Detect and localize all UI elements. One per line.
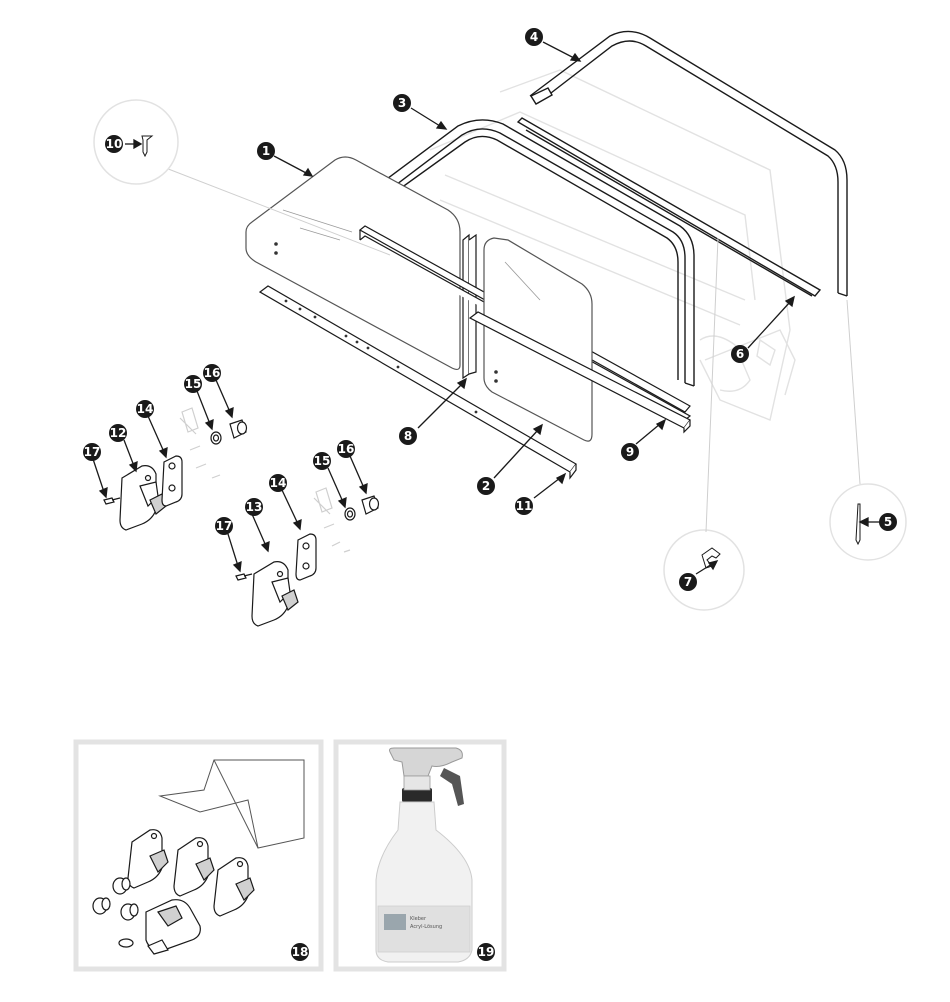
callout-13: 13 xyxy=(245,498,263,516)
upper-seal-strip xyxy=(516,117,822,297)
bottle-label-line-2: Acryl-Lösung xyxy=(410,924,442,930)
callout-label: 11 xyxy=(516,499,533,513)
callout-label: 18 xyxy=(292,945,309,959)
latch-body xyxy=(119,465,157,531)
callout-label: 9 xyxy=(626,445,634,459)
callout-3: 3 xyxy=(393,94,411,112)
rear-outer-frame xyxy=(529,30,848,297)
leader-10 xyxy=(157,164,391,256)
callout-14: 14 xyxy=(269,474,287,492)
spray-bottle: Kleber Acryl-Lösung xyxy=(375,747,473,963)
callout-label: 7 xyxy=(684,575,692,589)
clip-icon xyxy=(701,547,721,569)
callout-1: 1 xyxy=(257,142,275,160)
leader-arrows xyxy=(92,41,880,575)
latch-body xyxy=(251,561,289,627)
callout-label: 15 xyxy=(314,454,331,468)
bottom-glass-channel xyxy=(468,311,691,434)
callout-label: 1 xyxy=(262,144,270,158)
callout-18: 18 xyxy=(291,943,309,961)
callout-4: 4 xyxy=(525,28,543,46)
callout-11: 11 xyxy=(515,497,533,515)
small-screw xyxy=(103,497,115,505)
callout-label: 19 xyxy=(478,945,495,959)
callout-19: 19 xyxy=(477,943,495,961)
callout-9: 9 xyxy=(621,443,639,461)
latch-plate xyxy=(161,455,183,507)
mounting-rail xyxy=(258,285,577,480)
callout-15: 15 xyxy=(313,452,331,470)
sliding-glass-panel xyxy=(483,237,593,442)
callout-label: 2 xyxy=(482,479,490,493)
callout-7: 7 xyxy=(679,573,697,591)
pin-icon xyxy=(855,503,861,546)
callout-label: 4 xyxy=(530,30,538,44)
callout-6: 6 xyxy=(731,345,749,363)
callout-label: 3 xyxy=(398,96,406,110)
callout-17: 17 xyxy=(83,443,101,461)
callout-8: 8 xyxy=(399,427,417,445)
callout-label: 14 xyxy=(270,476,287,490)
callout-17: 17 xyxy=(215,517,233,535)
callout-2: 2 xyxy=(477,477,495,495)
callout-label: 17 xyxy=(84,445,101,459)
latch-plate xyxy=(295,533,317,581)
callout-label: 6 xyxy=(736,347,744,361)
center-vertical-seal xyxy=(462,233,477,380)
fixed-glass-panel xyxy=(245,156,461,371)
callout-16: 16 xyxy=(203,364,221,382)
callout-label: 13 xyxy=(246,500,263,514)
small-screw xyxy=(235,573,247,581)
kit-panel-18 xyxy=(73,739,324,972)
screw-icon xyxy=(141,135,154,158)
bottle-label-line-1: Kleber xyxy=(410,916,427,922)
callout-label: 12 xyxy=(110,426,127,440)
latch-assembly-right xyxy=(235,487,380,627)
callout-label: 5 xyxy=(884,515,892,529)
callout-label: 8 xyxy=(404,429,412,443)
callout-label: 16 xyxy=(204,366,221,380)
callout-16: 16 xyxy=(337,440,355,458)
callout-label: 17 xyxy=(216,519,233,533)
callout-12: 12 xyxy=(109,424,127,442)
callout-14: 14 xyxy=(136,400,154,418)
callout-label: 10 xyxy=(106,137,123,151)
callout-5: 5 xyxy=(879,513,897,531)
latch-assembly-left xyxy=(103,407,248,531)
callout-label: 16 xyxy=(338,442,355,456)
callout-15: 15 xyxy=(184,375,202,393)
callout-label: 14 xyxy=(137,402,154,416)
callout-10: 10 xyxy=(105,135,123,153)
product-panel-19: Kleber Acryl-Lösung xyxy=(333,739,507,972)
callout-label: 15 xyxy=(185,377,202,391)
